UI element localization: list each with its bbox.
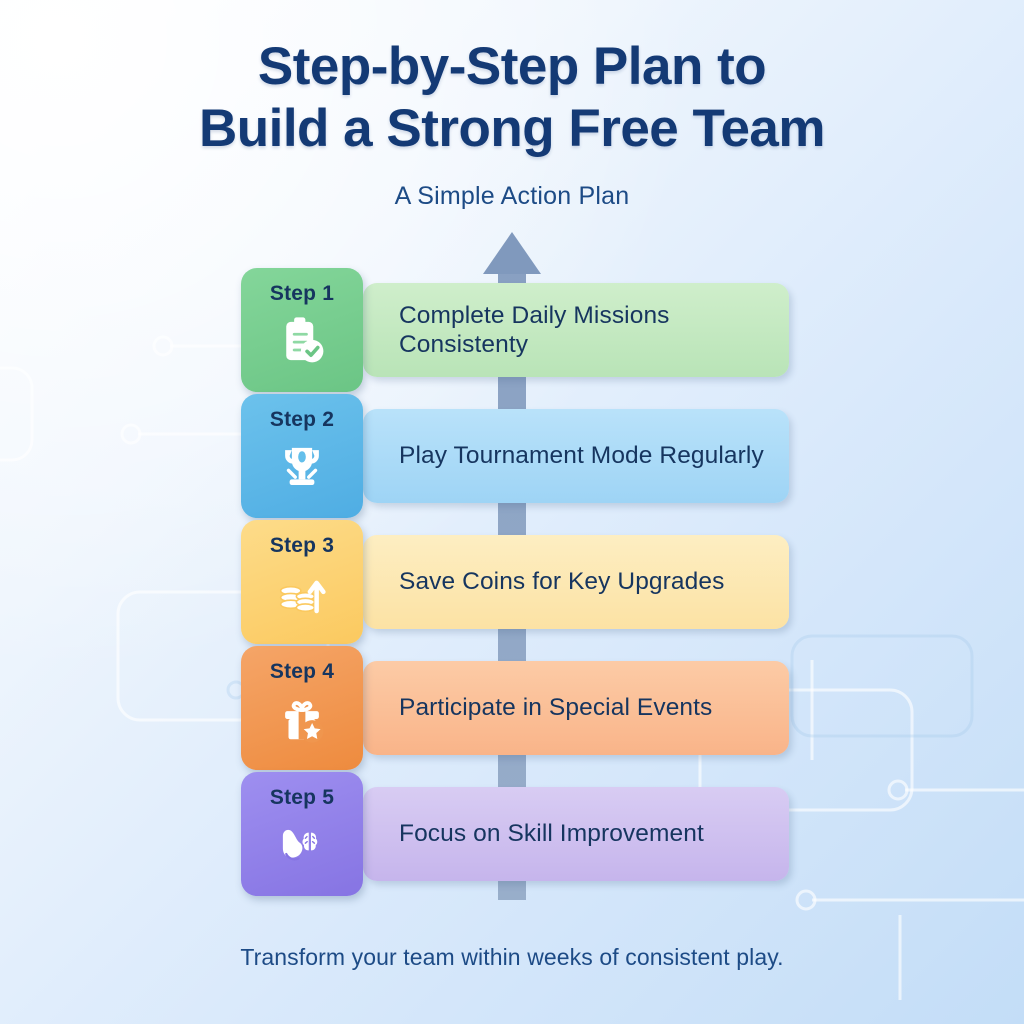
step-badge-1[interactable]: Step 1: [241, 268, 363, 392]
step-label-2: Play Tournament Mode Regularly: [399, 442, 764, 470]
step-badge-5[interactable]: Step 5: [241, 772, 363, 896]
step-number-5: Step 5: [269, 786, 335, 809]
step-body-3: Save Coins for Key Upgrades: [363, 535, 789, 629]
footer-note: Transform your team within weeks of cons…: [240, 944, 784, 970]
title-line-1: Step-by-Step Plan to: [257, 37, 767, 96]
trophy-icon: [273, 438, 331, 496]
up-arrow-icon: [483, 232, 541, 274]
step-body-1: Complete Daily Missions Consistenty: [363, 283, 789, 377]
step-number-4: Step 4: [269, 660, 335, 683]
step-body-5: Focus on Skill Improvement: [363, 787, 789, 881]
title-line-2: Build a Strong Free Team: [198, 99, 826, 158]
step-number-1: Step 1: [269, 282, 335, 305]
step-number-3: Step 3: [269, 534, 335, 557]
page-subtitle: A Simple Action Plan: [394, 182, 630, 210]
step-body-4: Participate in Special Events: [363, 661, 789, 755]
step-badge-4[interactable]: Step 4: [241, 646, 363, 770]
coins-arrow-up-icon: [273, 564, 331, 622]
header: Step-by-Step Plan to Build a Strong Free…: [0, 36, 1024, 211]
step-badge-3[interactable]: Step 3: [241, 520, 363, 644]
gift-star-icon: [273, 690, 331, 748]
step-label-4: Participate in Special Events: [399, 694, 713, 722]
step-number-2: Step 2: [269, 408, 335, 431]
step-badge-2[interactable]: Step 2: [241, 394, 363, 518]
step-body-2: Play Tournament Mode Regularly: [363, 409, 789, 503]
step-label-1: Complete Daily Missions Consistenty: [399, 301, 670, 358]
clipboard-check-icon: [273, 312, 331, 370]
step-label-5: Focus on Skill Improvement: [399, 820, 704, 848]
muscle-brain-icon: [273, 816, 331, 874]
step-label-3: Save Coins for Key Upgrades: [399, 568, 725, 596]
page-title: Step-by-Step Plan to Build a Strong Free…: [0, 36, 1024, 160]
